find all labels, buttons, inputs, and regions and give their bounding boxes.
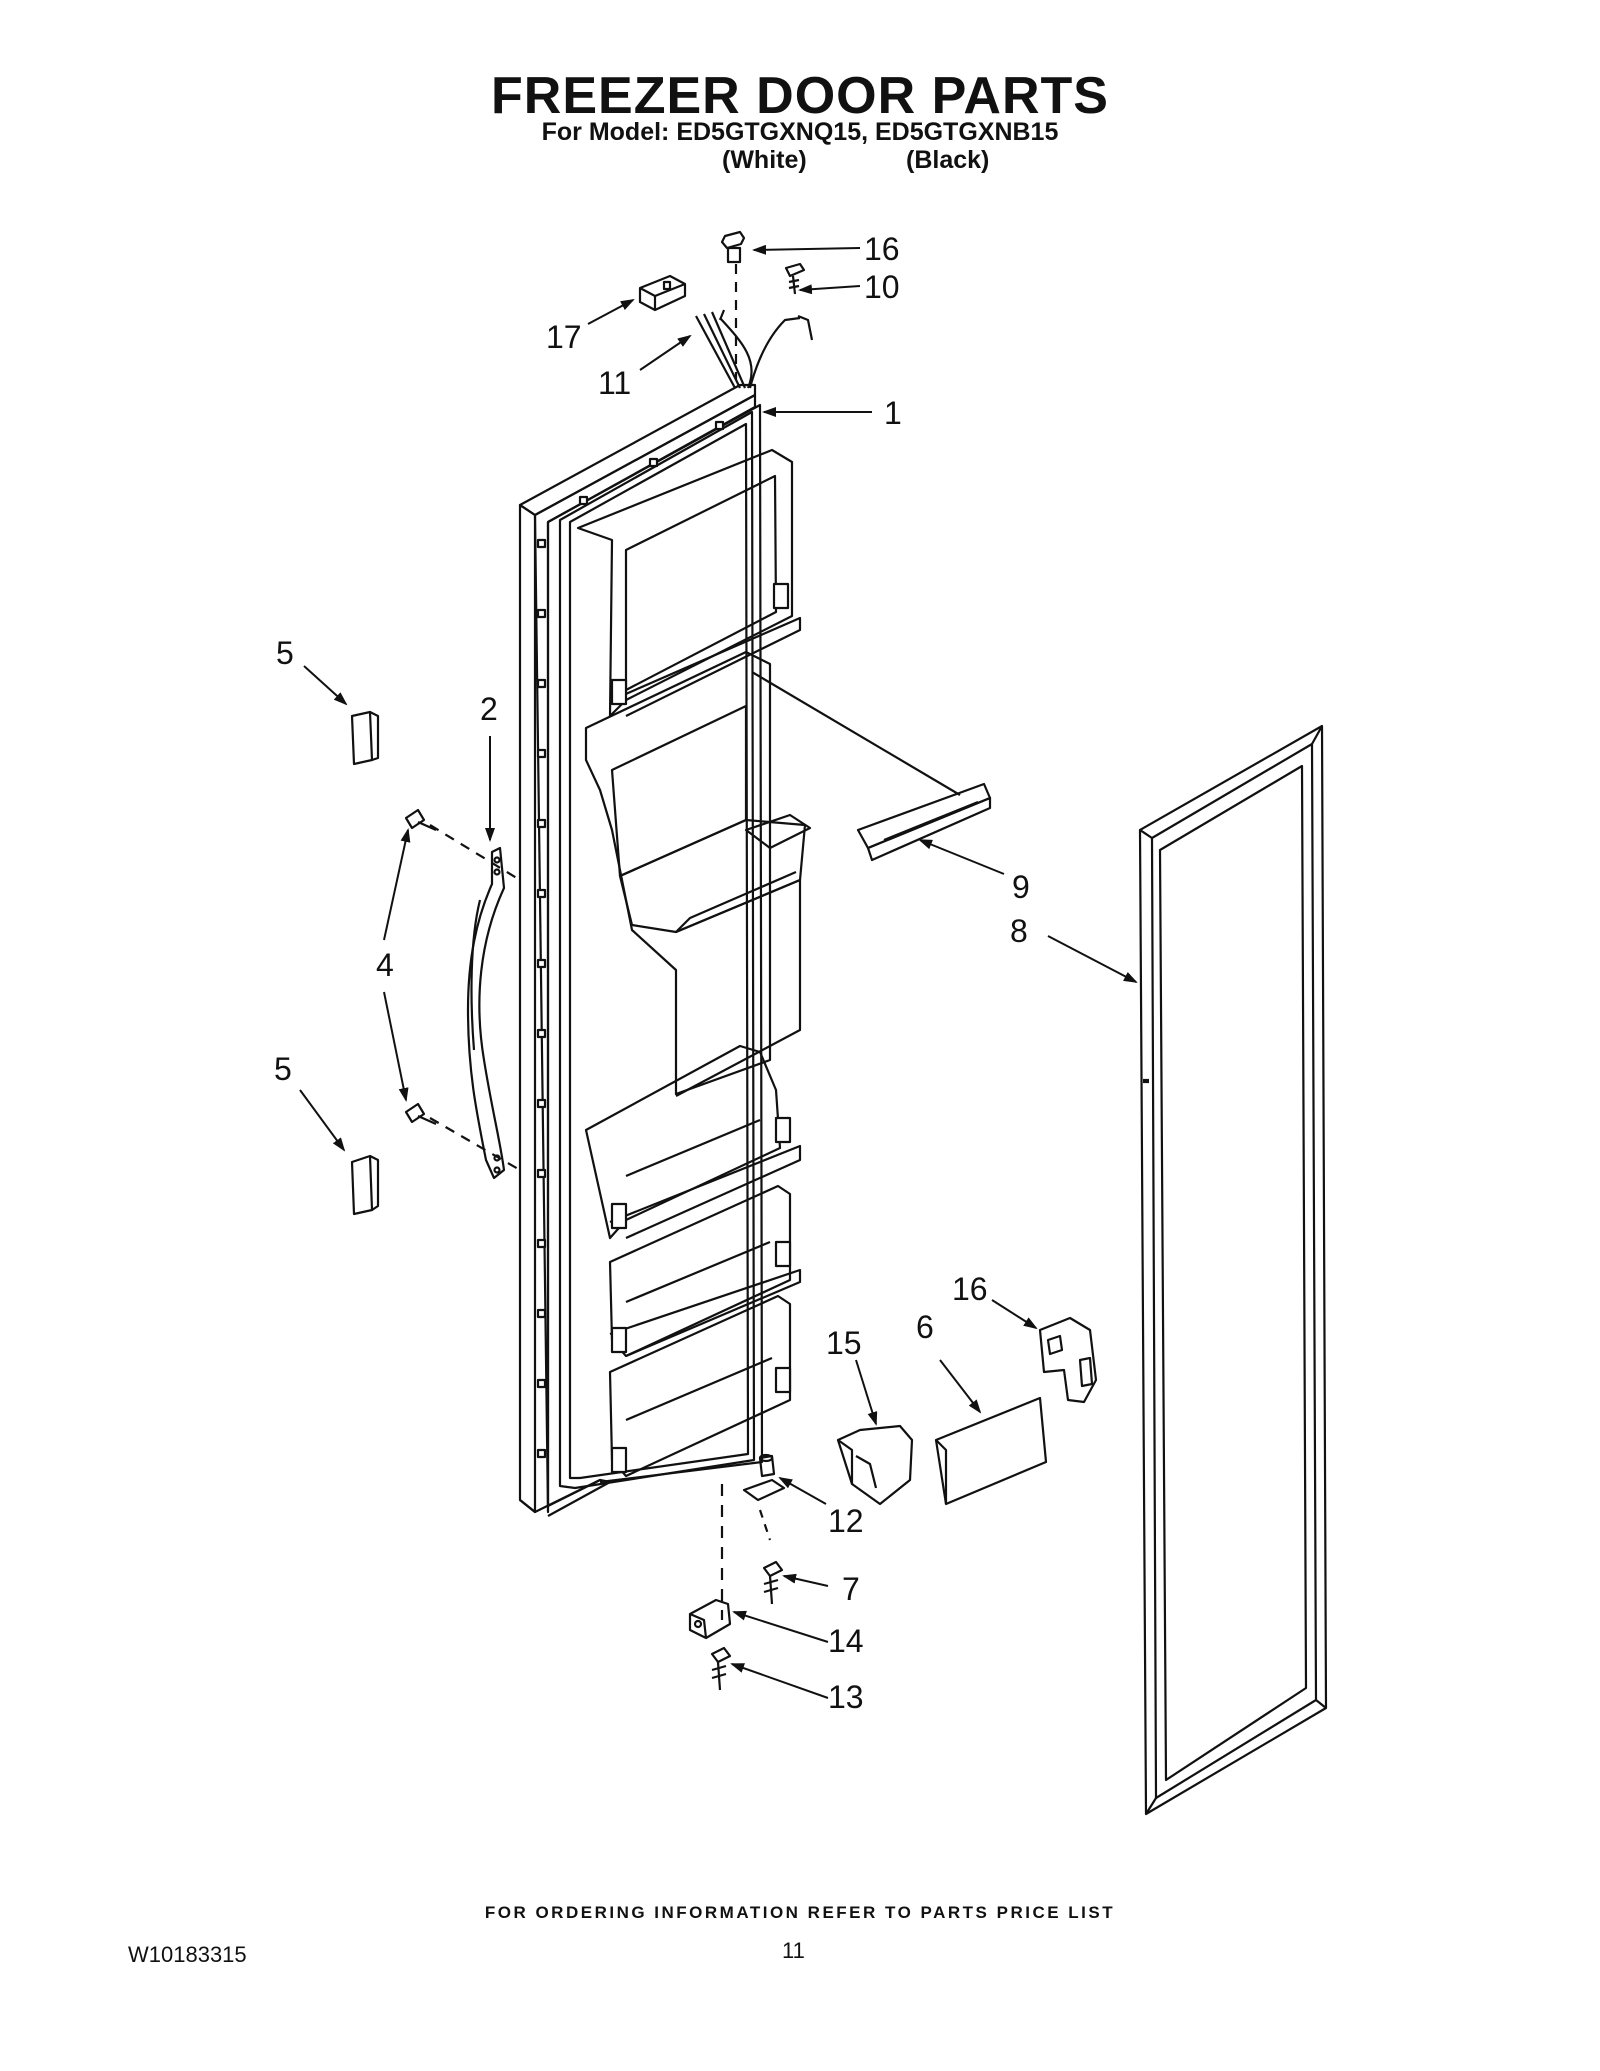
callout-14: 14 [828, 1623, 864, 1659]
callout-1: 1 [884, 395, 902, 431]
page-title: FREEZER DOOR PARTS [491, 67, 1109, 125]
ordering-note: FOR ORDERING INFORMATION REFER TO PARTS … [484, 1903, 1116, 1922]
door-gasket [1138, 724, 1328, 1816]
variant-white: (White) [722, 146, 807, 174]
arrow-14 [732, 1610, 829, 1643]
callout-11: 11 [598, 365, 631, 401]
callout-6: 6 [916, 1309, 934, 1345]
callout-7: 7 [842, 1571, 860, 1607]
arrow-6 [939, 1359, 982, 1414]
callout-8: 8 [1010, 913, 1028, 949]
end-cap-bottom [350, 1154, 380, 1216]
callout-5-top: 5 [276, 635, 294, 671]
hinge-plate-6 [934, 1396, 1048, 1506]
arrow-4-down [383, 991, 409, 1102]
arrow-8 [1047, 935, 1138, 983]
callout-16-bottom: 16 [952, 1271, 988, 1307]
door-handle [404, 808, 521, 1180]
callout-10: 10 [864, 269, 900, 305]
hinge-pin-12 [720, 1453, 786, 1620]
document-number: W10183315 [128, 1942, 247, 1967]
arrow-13 [730, 1663, 829, 1699]
arrow-11 [639, 334, 692, 371]
freezer-door-panel [518, 383, 812, 1517]
hinge-cover-15 [836, 1424, 914, 1506]
arrow-17 [587, 299, 635, 325]
hinge-cover-16 [1038, 1316, 1098, 1404]
hinge-bracket-14 [688, 1598, 732, 1640]
arrow-15 [855, 1359, 878, 1426]
arrow-5-top [303, 665, 348, 706]
arrow-7 [782, 1573, 829, 1587]
screw-7 [762, 1560, 784, 1605]
callout-13: 13 [828, 1679, 864, 1715]
page-number: 11 [782, 1938, 805, 1963]
end-cap-top [350, 710, 380, 766]
dispenser-trim [751, 671, 992, 862]
callout-4: 4 [376, 947, 394, 983]
arrow-4-up [383, 828, 411, 941]
arrow-9 [918, 839, 1005, 875]
screw-13 [710, 1646, 732, 1691]
callout-16-top: 16 [864, 231, 900, 267]
callout-2: 2 [480, 691, 498, 727]
arrow-16-top [752, 244, 861, 255]
callout-17: 17 [546, 319, 582, 355]
arrow-16-bottom [991, 1299, 1038, 1330]
arrow-5-bottom [299, 1089, 346, 1152]
callout-12: 12 [828, 1503, 864, 1539]
arrow-10 [798, 284, 861, 295]
callout-5-bottom: 5 [274, 1051, 292, 1087]
callout-9: 9 [1012, 869, 1030, 905]
callout-15: 15 [826, 1325, 862, 1361]
arrow-12 [778, 1477, 827, 1505]
variant-black: (Black) [906, 146, 990, 174]
model-line: For Model: ED5GTGXNQ15, ED5GTGXNB15 [541, 118, 1059, 146]
wiring-harness [638, 230, 814, 389]
